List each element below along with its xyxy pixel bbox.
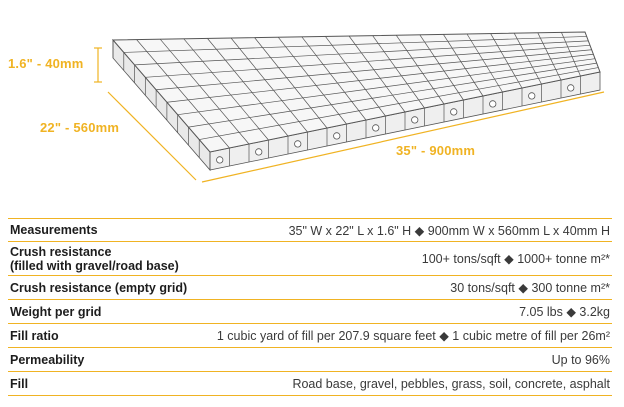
spec-value: 7.05 lbs ◆ 3.2kg: [519, 305, 610, 319]
spec-label: Weight per grid: [10, 304, 102, 319]
grid-cell-line: [230, 37, 308, 133]
grid-cell-line: [277, 36, 347, 125]
grid-cell-line: [561, 32, 581, 77]
grid-cell-line: [443, 34, 484, 97]
grid-cell-line: [207, 38, 289, 137]
grid-cell-line: [372, 35, 425, 109]
connector-clip: [411, 116, 419, 124]
connector-clip: [372, 124, 380, 132]
spec-label: Crush resistance (empty grid): [10, 280, 188, 295]
connector-clip: [255, 148, 263, 156]
spec-value: 30 tons/sqft ◆ 300 tonne m²*: [450, 281, 610, 295]
width-dimension-line: [107, 91, 197, 181]
connector-clip: [294, 140, 302, 148]
spec-row-crush-resistance-empty: Crush resistance (empty grid) 30 tons/sq…: [8, 276, 612, 300]
spec-row-fill: Fill Road base, gravel, pebbles, grass, …: [8, 372, 612, 396]
spec-value: 35" W x 22" L x 1.6" H ◆ 900mm W x 560mm…: [288, 223, 610, 238]
grid-cell-line: [136, 39, 230, 149]
grid-cell-line: [254, 37, 328, 129]
grid-cell-line: [188, 62, 597, 128]
spec-row-crush-resistance-filled: Crush resistance(filled with gravel/road…: [8, 242, 612, 276]
grid-cell-line: [537, 32, 562, 81]
spec-row-fill-ratio: Fill ratio 1 cubic yard of fill per 207.…: [8, 324, 612, 348]
spec-row-weight: Weight per grid 7.05 lbs ◆ 3.2kg: [8, 300, 612, 324]
connector-clip: [216, 156, 224, 164]
connector-clip: [489, 100, 497, 108]
spec-label: Measurements: [10, 223, 98, 237]
grid-cell-line: [348, 35, 406, 113]
connector-clip: [333, 132, 341, 140]
grid-cell-line: [513, 33, 542, 85]
grid-cell-line: [177, 58, 596, 116]
grid-cell-line: [466, 33, 503, 93]
connector-clip: [450, 108, 458, 116]
grid-cell-line: [199, 67, 599, 140]
spec-value: Road base, gravel, pebbles, grass, soil,…: [292, 376, 610, 391]
spec-row-permeability: Permeability Up to 96%: [8, 348, 612, 372]
specifications-table: Measurements 35" W x 22" L x 1.6" H ◆ 90…: [8, 218, 612, 396]
grid-cell-line: [301, 36, 367, 121]
spec-row-measurements: Measurements 35" W x 22" L x 1.6" H ◆ 90…: [8, 218, 612, 242]
spec-value: 100+ tons/sqft ◆ 1000+ tonne m²*: [421, 252, 610, 266]
spec-label: Fill ratio: [10, 328, 59, 343]
length-dimension-label: 35" - 900mm: [396, 143, 476, 158]
grid-cell-line: [183, 38, 269, 141]
connector-clip: [528, 92, 536, 100]
grid-cell-line: [395, 35, 445, 105]
spec-label: Permeability: [10, 352, 85, 367]
spec-value: Up to 96%: [551, 352, 610, 367]
spec-label: Crush resistance(filled with gravel/road…: [10, 244, 179, 273]
connector-clip: [567, 84, 575, 92]
product-illustration: 1.6" - 40mm 22" - 560mm 35" - 900mm: [8, 31, 605, 183]
grid-paver-drawing: [94, 31, 605, 183]
length-dimension-line: [201, 91, 605, 183]
grid-cell-line: [159, 38, 250, 145]
grid-cell-line: [134, 40, 589, 66]
grid-cell-line: [145, 44, 591, 78]
grid-cell-line: [490, 33, 523, 89]
grid-cell-line: [419, 34, 464, 101]
height-dimension-label: 1.6" - 40mm: [8, 56, 84, 71]
grid-cell-line: [156, 49, 592, 91]
grid-cell-line: [325, 36, 386, 117]
grid-cell-line: [123, 36, 587, 53]
spec-value: 1 cubic yard of fill per 207.9 square fe…: [216, 329, 610, 343]
grid-cell-line: [166, 53, 594, 103]
spec-label: Fill: [10, 376, 29, 391]
width-dimension-label: 22" - 560mm: [40, 120, 120, 135]
